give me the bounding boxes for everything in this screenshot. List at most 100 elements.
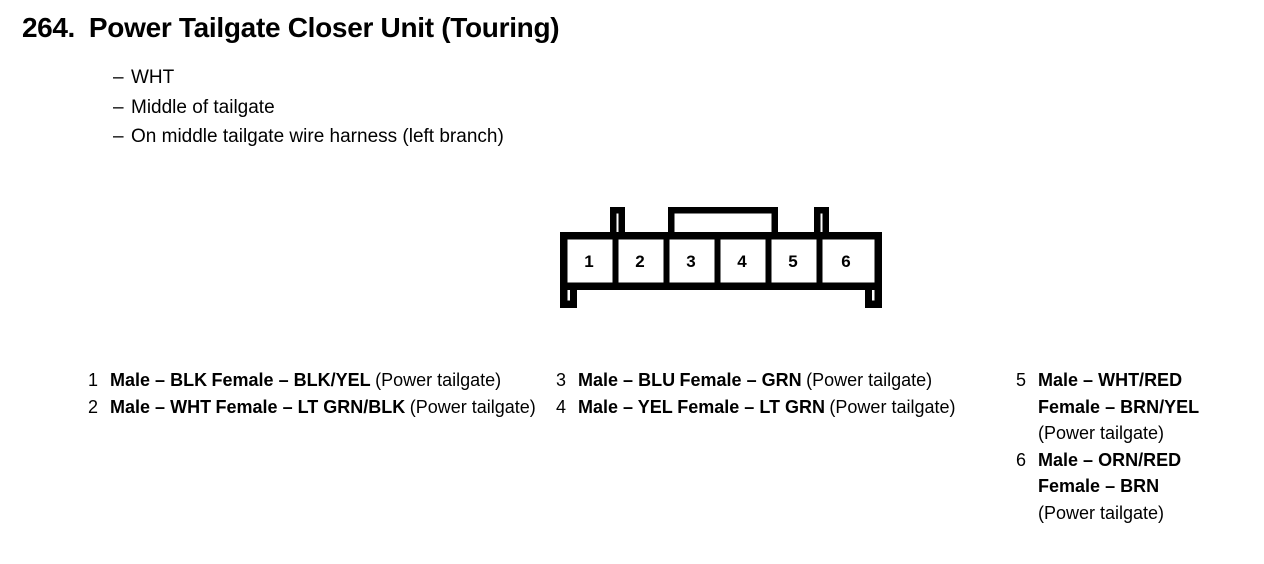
cell-divider — [663, 239, 670, 283]
note-text: Middle of tailgate — [131, 96, 275, 118]
pin-entry: 5 Male – WHT/RED Female – BRN/YEL (Power… — [1016, 367, 1264, 447]
male-value: WHT — [170, 396, 212, 417]
male-label: Male — [578, 370, 619, 390]
notes-list: – WHT – Middle of tailgate – On middle t… — [113, 63, 504, 152]
cell-divider — [816, 239, 823, 283]
pin-description: (Power tailgate) — [409, 396, 536, 417]
wide-center-tab — [668, 207, 778, 235]
female-label: Female — [215, 396, 278, 417]
pin-male-line: Male – BLU — [578, 370, 675, 390]
pin-male-line: Male – BLK — [110, 370, 207, 390]
male-label: Male — [1038, 449, 1079, 470]
male-label: Male — [110, 396, 151, 417]
page-title: 264. Power Tailgate Closer Unit (Touring… — [22, 12, 560, 44]
pin-description: (Power tailgate) — [375, 370, 502, 390]
female-label: Female — [677, 396, 740, 417]
female-dash: – — [746, 370, 757, 390]
male-dash: – — [623, 370, 634, 390]
pin-column-left: 1 Male – BLK Female – BLK/YEL (Power tai… — [88, 367, 536, 420]
female-value: BRN/YEL — [1120, 396, 1200, 417]
note-dash: – — [113, 67, 124, 88]
male-label: Male — [1038, 370, 1079, 390]
note-text: WHT — [131, 67, 175, 88]
female-label: Female — [1038, 396, 1101, 417]
pin-index: 4 — [556, 396, 567, 417]
female-label: Female — [1038, 476, 1101, 496]
female-dash: – — [1105, 476, 1116, 496]
pin-male-line: Male – WHT — [110, 397, 211, 417]
connector-pin-label-5: 5 — [788, 252, 797, 271]
male-dash: – — [1083, 449, 1094, 470]
female-value: GRN — [761, 370, 802, 390]
pin-index: 6 — [1016, 449, 1027, 470]
male-value: BLU — [638, 370, 676, 390]
connector-right-foot — [865, 300, 882, 308]
pin-index: 2 — [88, 396, 99, 417]
cell-divider — [765, 239, 772, 283]
pin-male-line: Male – YEL — [578, 397, 673, 417]
cell-divider — [714, 239, 721, 283]
note-dash: – — [113, 126, 124, 147]
male-dash: – — [623, 396, 634, 417]
connector-pin-label-4: 4 — [737, 252, 747, 271]
connector-pin-label-3: 3 — [686, 252, 695, 271]
note-text: On middle tailgate wire harness (left br… — [131, 126, 504, 147]
female-value: BLK/YEL — [293, 370, 371, 390]
female-dash: – — [282, 396, 293, 417]
note-item: – On middle tailgate wire harness (left … — [113, 122, 504, 152]
connector-diagram: 1 2 3 4 5 6 — [550, 195, 900, 325]
male-dash: – — [155, 396, 166, 417]
pin-female-line: Female – BLK/YEL — [212, 370, 371, 390]
male-label: Male — [110, 370, 151, 390]
entry-title: Power Tailgate Closer Unit (Touring) — [88, 12, 560, 43]
female-dash: – — [278, 370, 289, 390]
pin-entry: 4 Male – YEL Female – LT GRN (Power tail… — [556, 394, 955, 421]
cell-divider — [612, 239, 619, 283]
pin-description: (Power tailgate) — [1038, 502, 1165, 523]
pin-description: (Power tailgate) — [829, 396, 956, 417]
pin-male-line: Male – ORN/RED — [1038, 450, 1181, 470]
female-dash: – — [1105, 396, 1116, 417]
note-item: – WHT — [113, 63, 504, 93]
male-value: YEL — [637, 396, 673, 417]
connector-pin-label-2: 2 — [635, 252, 644, 271]
connector-cell-area — [567, 239, 875, 283]
connector-right-wall — [874, 232, 882, 308]
connector-bottom-rail — [567, 282, 875, 290]
male-label: Male — [578, 396, 619, 417]
pin-index: 1 — [88, 370, 99, 390]
female-value: LT GRN — [759, 396, 825, 417]
connector-left-foot — [560, 300, 577, 308]
pin-index: 5 — [1016, 370, 1027, 390]
connector-pin-label-1: 1 — [584, 252, 593, 271]
connector-right-notch — [865, 282, 872, 307]
pin-female-line: Female – LT GRN/BLK — [216, 397, 406, 417]
female-label: Female — [679, 370, 742, 390]
female-dash: – — [744, 396, 755, 417]
narrow-right-tab — [814, 207, 829, 235]
male-dash: – — [155, 370, 166, 390]
female-value: BRN — [1120, 476, 1160, 496]
connector-top-rail — [560, 232, 882, 240]
pin-female-line: Female – BRN/YEL — [1038, 397, 1199, 417]
male-value: ORN/RED — [1098, 449, 1182, 470]
connector-svg: 1 2 3 4 5 6 — [560, 207, 882, 308]
pin-column-right: 5 Male – WHT/RED Female – BRN/YEL (Power… — [1016, 367, 1264, 526]
male-value: WHT/RED — [1098, 370, 1183, 390]
pin-female-line: Female – BRN — [1038, 476, 1159, 496]
pin-column-center: 3 Male – BLU Female – GRN (Power tailgat… — [556, 367, 955, 420]
female-value: LT GRN/BLK — [297, 396, 406, 417]
connector-left-wall — [560, 232, 568, 308]
narrow-left-tab — [610, 207, 625, 235]
pin-female-line: Female – LT GRN — [677, 397, 825, 417]
connector-left-notch — [570, 282, 577, 307]
pin-female-line: Female – GRN — [680, 370, 802, 390]
note-dash: – — [113, 96, 124, 118]
note-item: – Middle of tailgate — [113, 93, 504, 123]
pin-description: (Power tailgate) — [806, 370, 933, 390]
male-dash: – — [1083, 370, 1094, 390]
pin-description: (Power tailgate) — [1038, 423, 1165, 443]
pin-entry: 2 Male – WHT Female – LT GRN/BLK (Power … — [88, 394, 536, 421]
male-value: BLK — [170, 370, 208, 390]
entry-number: 264. — [22, 12, 75, 43]
